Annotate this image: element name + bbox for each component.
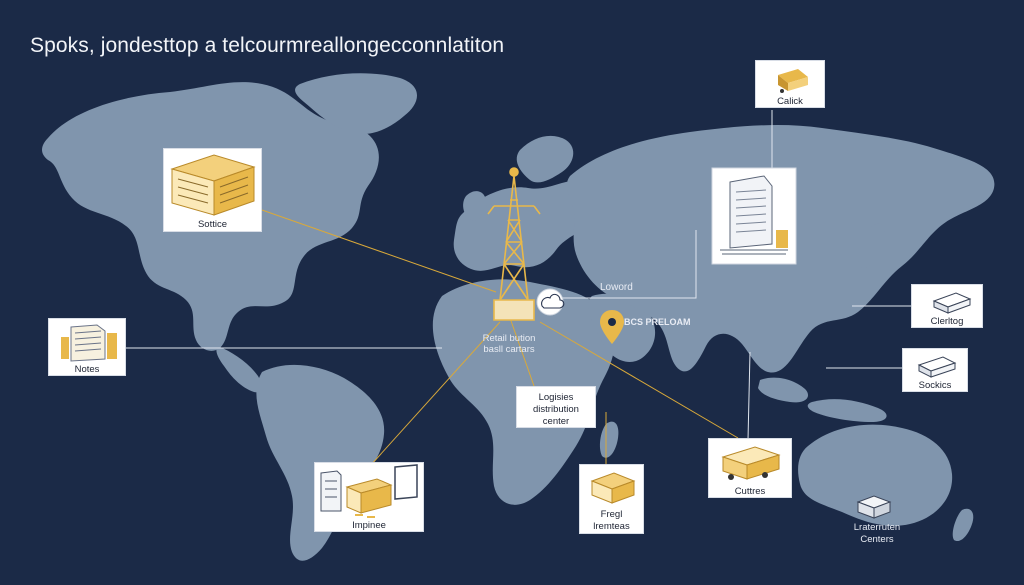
- connector-cuttres-asia: [747, 351, 751, 441]
- connector-tower-cuttres: [539, 321, 739, 439]
- node-label-line2: Centers: [860, 534, 894, 545]
- connector-tower-impinee: [369, 321, 501, 467]
- node-label: Clerltog: [930, 316, 964, 327]
- node-label: Calick: [777, 96, 803, 107]
- transmission-tower-icon: [487, 167, 541, 321]
- node-label-line1: Logisies: [538, 392, 574, 403]
- node-label: Sottice: [197, 219, 228, 230]
- location-pin-icon: [600, 310, 624, 344]
- node-impinee[interactable]: Impinee: [314, 462, 424, 532]
- data-center-building-icon: [711, 167, 797, 265]
- node-label-line3: center: [542, 416, 570, 427]
- british-isles-landmass: [463, 191, 487, 221]
- connector-sottice-tower: [261, 209, 497, 293]
- japan-landmass: [858, 223, 886, 269]
- connector-loward-datacenter: [560, 230, 697, 299]
- node-clerltog[interactable]: Clerltog: [911, 284, 983, 328]
- madagascar-landmass: [599, 421, 619, 458]
- truck-icon: [721, 446, 781, 480]
- warehouse-icon: [590, 472, 636, 504]
- retail-label-line1: Retail bution: [482, 333, 536, 344]
- warehouse-building-icon: [170, 154, 256, 216]
- cloud-icon: [536, 288, 565, 316]
- central-america-landmass: [216, 346, 262, 393]
- retail-label-line2: basll cartars: [483, 344, 535, 355]
- truck-icon: [932, 292, 972, 314]
- node-label-line1: Fregl: [600, 509, 623, 520]
- indonesia-landmass: [807, 399, 887, 422]
- greenland-landmass: [295, 73, 417, 135]
- node-fregl[interactable]: Fregl lremteas: [579, 464, 644, 534]
- southeast-asia-landmass: [758, 377, 809, 403]
- page-title: Spoks, jondesttop a telcourmreallongecco…: [30, 34, 505, 57]
- node-cuttres[interactable]: Cuttres: [708, 438, 792, 498]
- node-notes[interactable]: Notes: [48, 318, 126, 376]
- australia-landmass: [798, 424, 953, 526]
- node-sockics[interactable]: Sockics: [902, 348, 968, 392]
- node-logistics-distribution-center[interactable]: Logisies distribution center: [516, 386, 596, 428]
- connector-tower-logistics: [509, 317, 535, 387]
- server-stack-icon: [856, 495, 892, 519]
- loward-label: Loword: [600, 282, 633, 293]
- node-label-line2: lremteas: [593, 521, 630, 532]
- node-label: Sockics: [918, 380, 952, 391]
- server-rack-icon: [61, 324, 117, 362]
- node-sottice[interactable]: Sottice: [163, 148, 262, 232]
- node-calick[interactable]: Calick: [755, 60, 825, 108]
- node-label: Cuttres: [734, 486, 766, 497]
- node-label: Notes: [74, 364, 100, 375]
- node-label: Impinee: [352, 520, 386, 531]
- new-zealand-landmass: [952, 508, 974, 542]
- pin-label: BCS PRELOAM: [624, 317, 691, 327]
- node-label-line1: Lraterruten: [853, 522, 901, 533]
- truck-icon: [778, 69, 808, 93]
- server-desktop-icon: [320, 464, 418, 518]
- europe-landmass: [453, 180, 603, 271]
- scandinavia-landmass: [516, 135, 574, 183]
- truck-icon: [917, 356, 957, 378]
- node-label-line2: distribution: [533, 404, 579, 415]
